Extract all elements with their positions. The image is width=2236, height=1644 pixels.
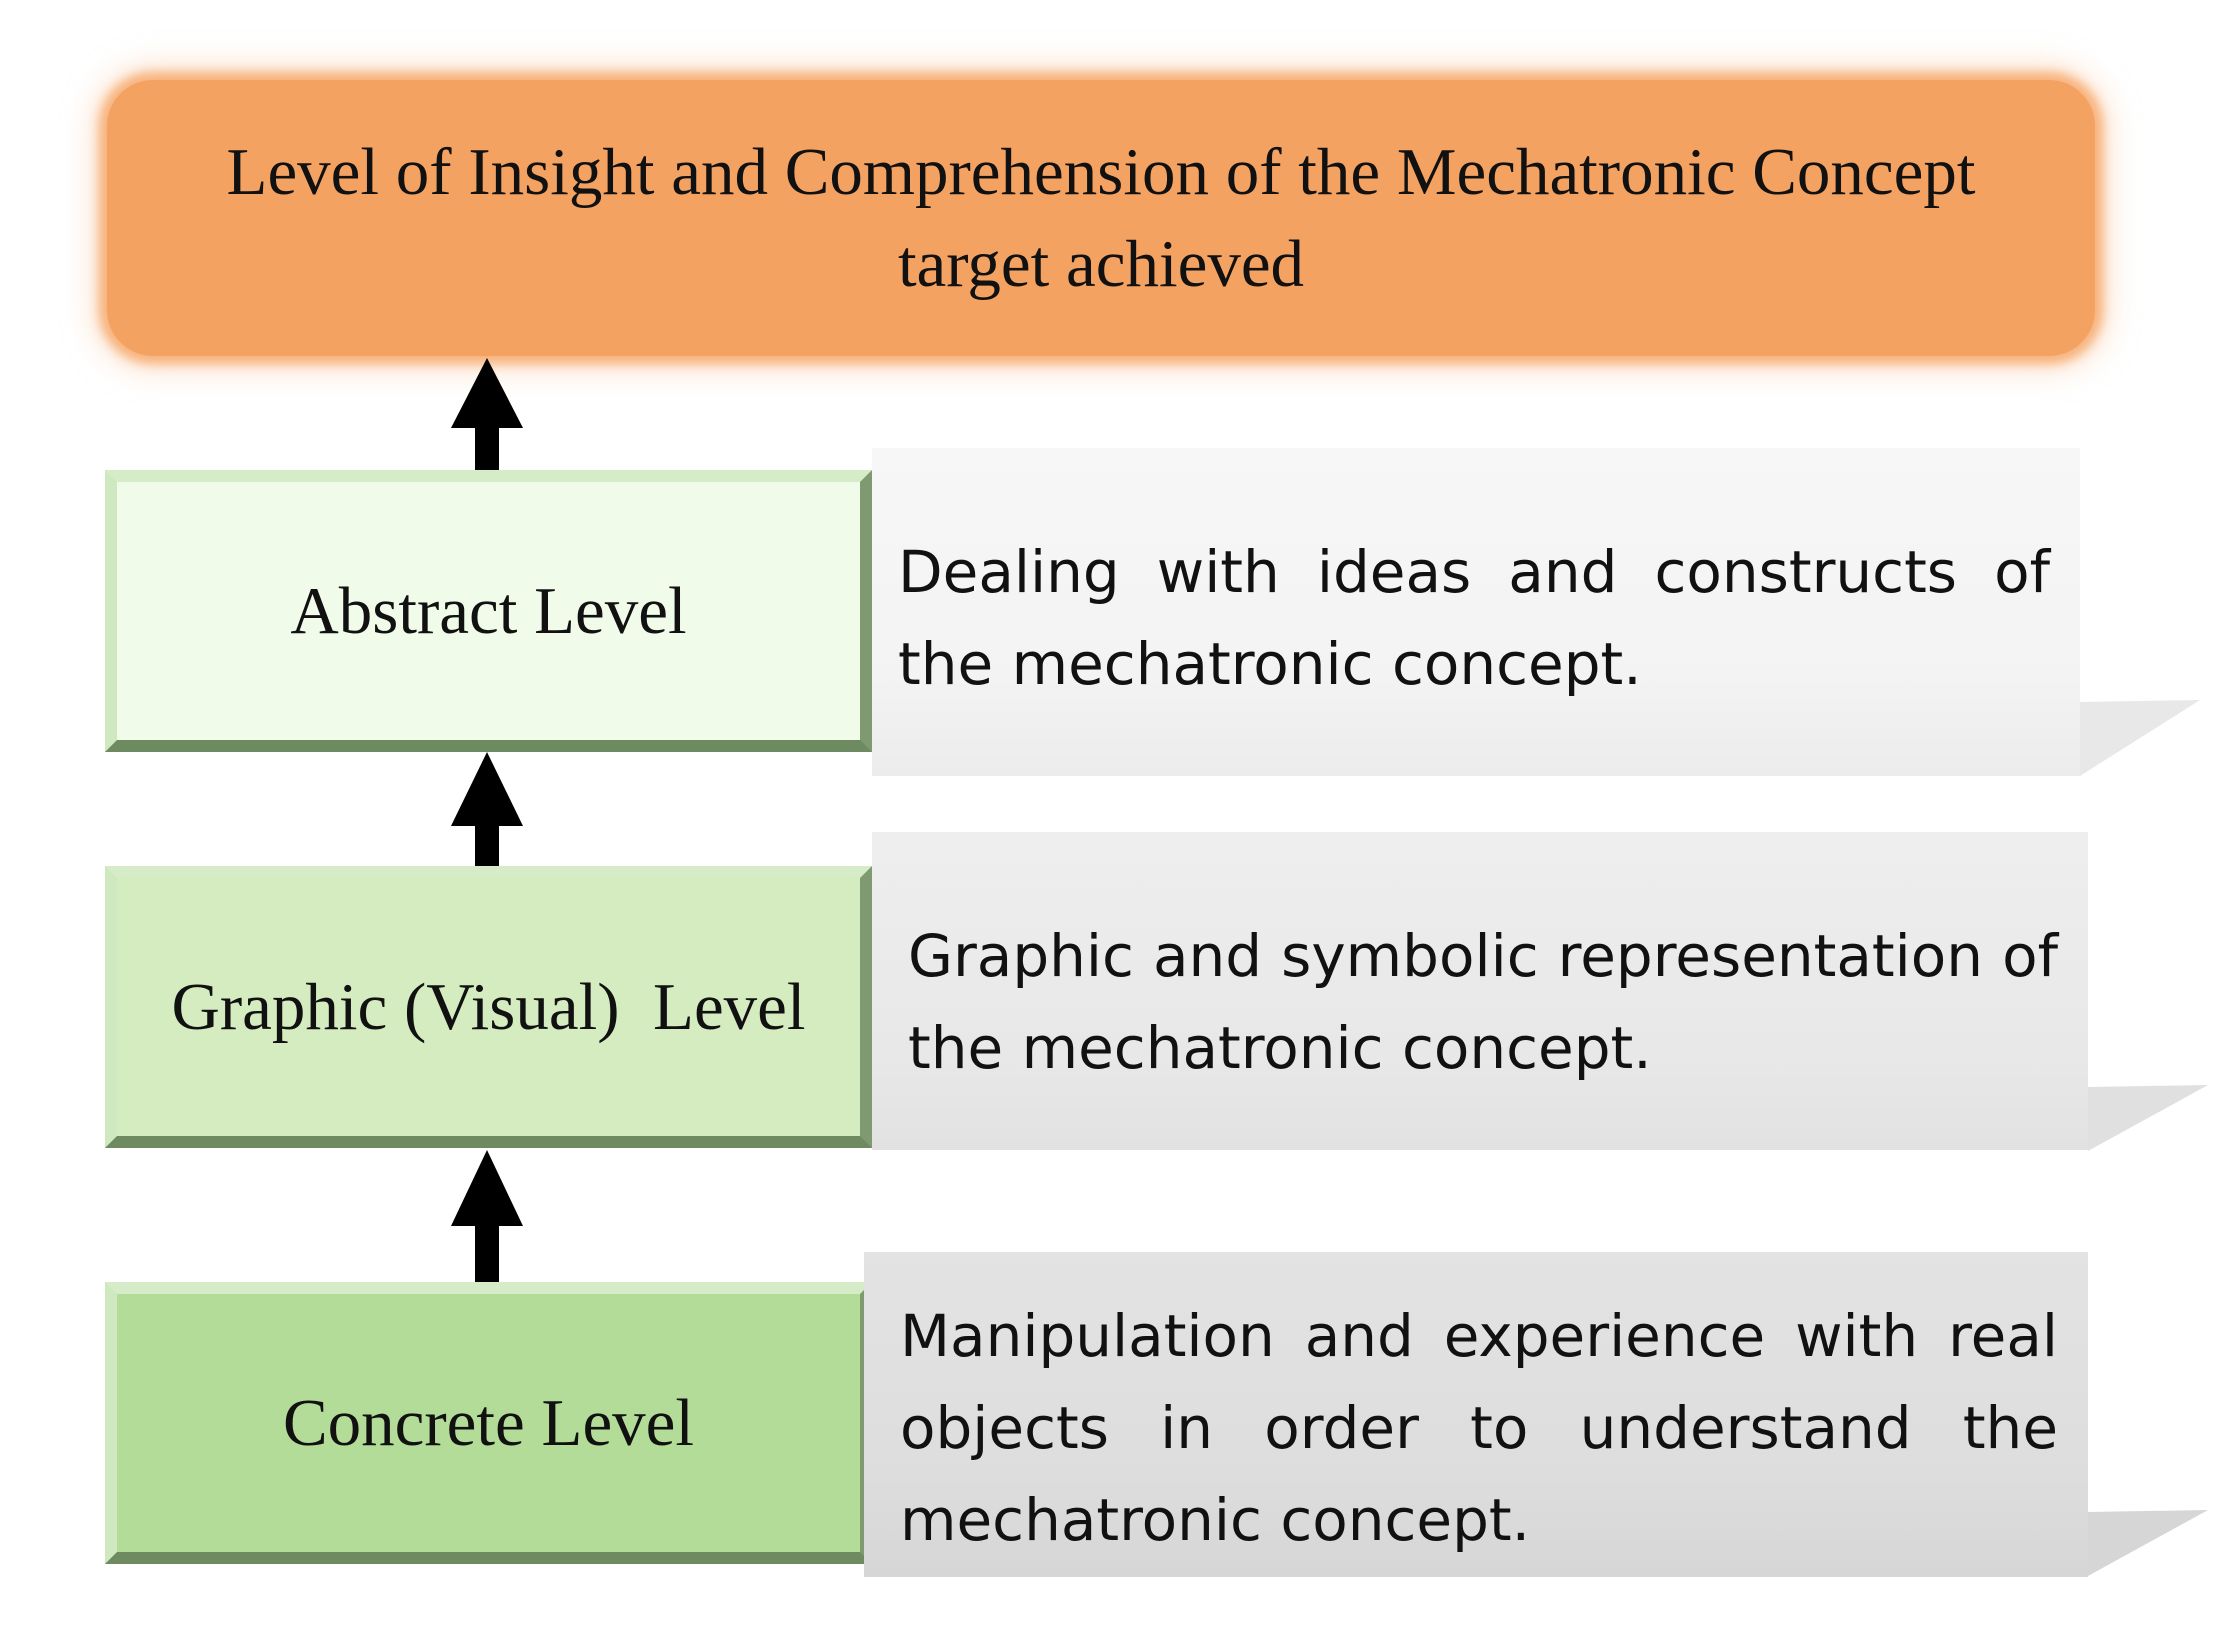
abstract-description-box: Dealing with ideas and constructs of the… (872, 448, 2080, 776)
abstract-level-box: Abstract Level (105, 470, 872, 752)
shadow-wedge (2080, 700, 2200, 776)
graphic-level-label: Graphic (Visual) Level (171, 969, 806, 1044)
concrete-description-box: Manipulation and experience with real ob… (864, 1252, 2088, 1577)
abstract-level-label: Abstract Level (290, 573, 687, 648)
arrow-up-icon (451, 358, 523, 472)
graphic-description-box: Graphic and symbolic representation of t… (872, 832, 2088, 1150)
abstract-description: Dealing with ideas and constructs of the… (898, 538, 2050, 698)
goal-box: Level of Insight and Comprehension of th… (107, 80, 2095, 356)
arrow-up-icon (451, 1150, 523, 1286)
concrete-level-label: Concrete Level (282, 1385, 695, 1460)
concrete-description: Manipulation and experience with real ob… (900, 1302, 2058, 1554)
arrow-up-icon (451, 752, 523, 870)
graphic-description: Graphic and symbolic representation of t… (908, 922, 2058, 1082)
concrete-level-box: Concrete Level (105, 1282, 872, 1564)
shadow-wedge (2088, 1510, 2208, 1576)
shadow-wedge (2088, 1085, 2208, 1151)
graphic-level-box: Graphic (Visual) Level (105, 866, 872, 1148)
goal-text: Level of Insight and Comprehension of th… (226, 135, 1976, 301)
